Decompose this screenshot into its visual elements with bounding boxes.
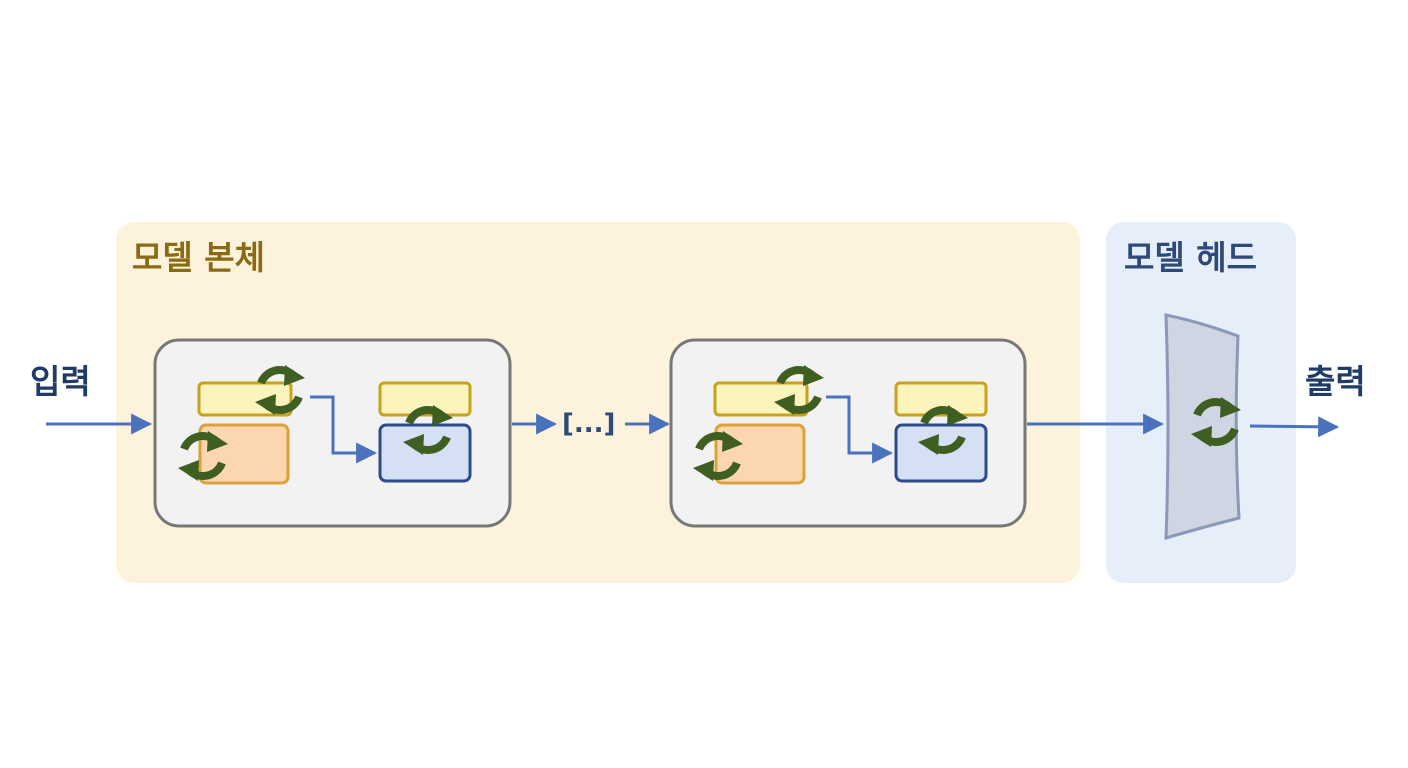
model-body-title: 모델 본체 bbox=[132, 238, 265, 277]
inner-arrow-2 bbox=[826, 395, 894, 464]
head-trapezoid bbox=[1164, 313, 1241, 541]
layer-block-1 bbox=[153, 338, 512, 528]
yellow-module-1b bbox=[378, 381, 472, 417]
yellow-module-2b bbox=[894, 381, 988, 417]
output-arrow bbox=[1249, 416, 1340, 438]
head-layer bbox=[1164, 313, 1241, 541]
ellipsis-label: [...] bbox=[562, 409, 616, 439]
output-label: 출력 bbox=[1305, 362, 1366, 401]
layer-block-2 bbox=[669, 338, 1027, 528]
inner-arrow-1 bbox=[310, 395, 378, 464]
model-head-title: 모델 헤드 bbox=[1124, 238, 1257, 277]
input-label: 입력 bbox=[30, 362, 91, 401]
